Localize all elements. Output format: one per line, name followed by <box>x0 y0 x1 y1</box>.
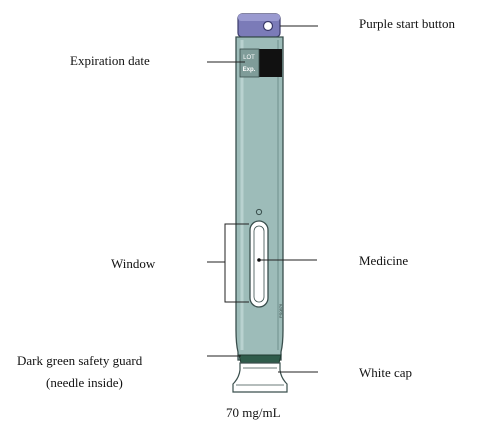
leader-lines <box>207 25 318 373</box>
medicine-window <box>249 220 269 308</box>
white-cap-label: White cap <box>359 365 413 380</box>
start-button-part <box>237 13 281 38</box>
exp-text: Exp. <box>243 67 256 73</box>
safety-guard-part <box>238 354 282 364</box>
safety-guard-label: Dark green safety guard <box>17 353 143 368</box>
expiration-label-panel: LOT Exp. <box>239 48 282 78</box>
start-button-label: Purple start button <box>359 16 456 31</box>
lot-text: LOT <box>243 55 255 61</box>
window-bracket <box>224 223 249 303</box>
window-label: Window <box>111 256 156 271</box>
indicator-dot-icon <box>255 208 263 216</box>
expiration-date-label: Expiration date <box>70 53 150 68</box>
medicine-label: Medicine <box>359 253 409 268</box>
dose-label: 70 mg/mL <box>226 405 281 420</box>
code-text: PS0876 <box>278 303 283 318</box>
pen-body <box>235 36 284 361</box>
safety-guard-sublabel: (needle inside) <box>46 375 123 390</box>
white-cap-part <box>232 362 288 393</box>
